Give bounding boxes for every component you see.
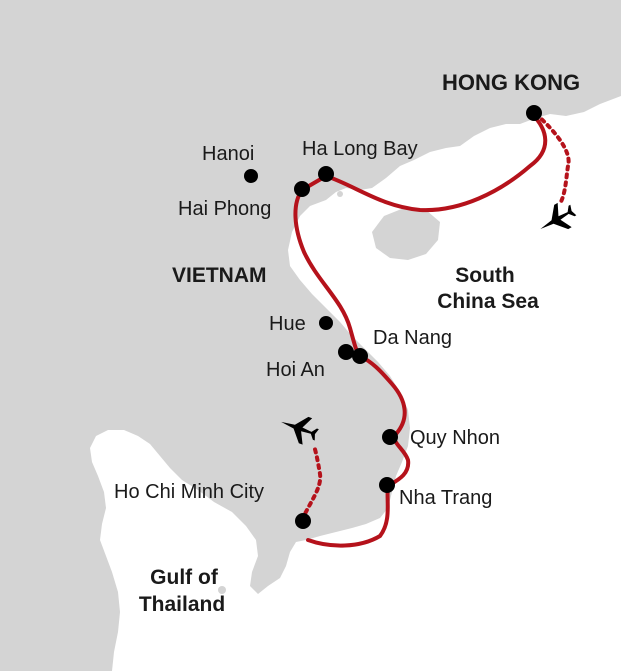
- flight-route-hong-kong: [534, 112, 571, 206]
- city-label-quy-nhon: Quy Nhon: [410, 427, 501, 449]
- city-dot-quy-nhon: [382, 429, 398, 445]
- region-label-gulf-line2: Thailand: [138, 593, 226, 616]
- city-label-da-nang: Da Nang: [373, 327, 452, 349]
- region-label-vietnam: VIETNAM: [172, 264, 267, 287]
- region-label-gulf-line1: Gulf of: [150, 566, 218, 589]
- city-label-hoi-an: Hoi An: [266, 359, 325, 381]
- city-dot-nha-trang: [379, 477, 395, 493]
- city-dot-hai-phong: [294, 181, 310, 197]
- city-label-hong-kong: HONG KONG: [442, 70, 581, 95]
- island: [218, 586, 226, 594]
- city-dot-hue: [319, 316, 333, 330]
- city-dot-da-nang: [352, 348, 368, 364]
- city-dot-hoi-an: [338, 344, 354, 360]
- city-label-ha-long-bay: Ha Long Bay: [302, 138, 418, 160]
- city-dot-ho-chi-minh-city: [295, 513, 311, 529]
- city-dot-hong-kong: [526, 105, 542, 121]
- city-label-hue: Hue: [269, 313, 306, 335]
- hainan-island: [372, 208, 440, 260]
- island: [337, 191, 343, 197]
- city-dot-hanoi: [244, 169, 258, 183]
- flight-route-ho-chi-minh: [300, 444, 323, 522]
- city-label-nha-trang: Nha Trang: [399, 487, 493, 509]
- city-label-ho-chi-minh-city: Ho Chi Minh City: [114, 481, 265, 503]
- region-label-south-china-sea-line2: China Sea: [437, 290, 539, 313]
- airplane-icon: [281, 416, 319, 445]
- city-dot-ha-long-bay: [318, 166, 334, 182]
- airplane-icon: [540, 202, 577, 230]
- city-label-hai-phong: Hai Phong: [178, 198, 272, 220]
- region-label-south-china-sea-line1: South: [455, 264, 515, 287]
- city-label-hanoi: Hanoi: [202, 143, 255, 165]
